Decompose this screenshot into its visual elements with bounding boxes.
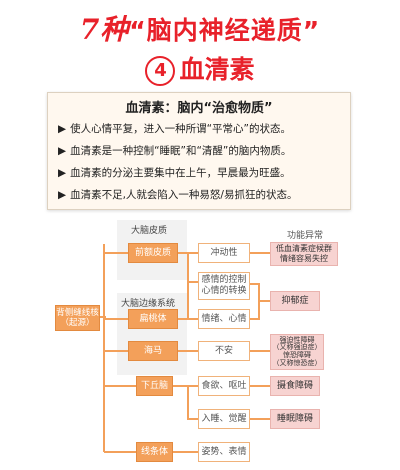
triangle-bullet-icon: ▶ bbox=[58, 145, 67, 157]
connector-line bbox=[250, 385, 270, 387]
circled-number-icon: 4 bbox=[145, 56, 176, 86]
connector-line bbox=[187, 252, 189, 282]
bullet-text: 血清素的分泌主要集中在上午，早晨最为旺盛。 bbox=[70, 167, 291, 179]
function-anxiety: 不安 bbox=[198, 341, 250, 361]
bullet-item: ▶使人心情平复，进入一种所谓“平常心”的状态。 bbox=[58, 121, 291, 136]
bullet-text: 血清素是一种控制“睡眠”和“清醒”的脑内物质。 bbox=[70, 145, 292, 157]
region-limbic bbox=[117, 293, 187, 375]
bullet-text: 使人心情平复，进入一种所谓“平常心”的状态。 bbox=[70, 123, 291, 135]
connector-line bbox=[103, 244, 105, 452]
title-text: “脑内神经递质” bbox=[129, 16, 321, 45]
source-node: 背侧缝线核 （起源） bbox=[55, 305, 100, 331]
connector-line bbox=[104, 252, 128, 254]
card-title: 血清素：脑内“治愈物质” bbox=[125, 101, 273, 116]
disorder-eating: 摄食障碍 bbox=[270, 376, 320, 396]
node-hippocampus: 海马 bbox=[128, 341, 178, 361]
bullet-item: ▶血清素是一种控制“睡眠”和“清醒”的脑内物质。 bbox=[58, 143, 291, 158]
disorder-sleep: 睡眠障碍 bbox=[270, 409, 320, 429]
node-hypothalamus: 下丘脑 bbox=[136, 376, 173, 396]
connector-line bbox=[187, 385, 189, 419]
connector-line bbox=[187, 281, 198, 283]
disorder-ocd-panic: 强迫性障碍 （又称强迫症） 惊恐障碍 （又称惊恐症） bbox=[270, 334, 324, 370]
connector-line bbox=[250, 318, 260, 320]
disorder-depression: 抑郁症 bbox=[270, 291, 320, 311]
page-title: 7种“脑内神经递质” bbox=[0, 8, 400, 48]
disorder-low-serotonin: 低血清素症候群 情绪容易失控 bbox=[270, 242, 338, 266]
function-sleep: 入睡、觉醒 bbox=[198, 409, 250, 429]
region-cortex-label: 大脑皮质 bbox=[131, 226, 168, 236]
node-prefrontal: 前额皮质 bbox=[128, 243, 178, 263]
connector-line bbox=[187, 283, 189, 319]
connector-line bbox=[259, 300, 270, 302]
connector-line bbox=[250, 283, 260, 285]
triangle-bullet-icon: ▶ bbox=[58, 167, 67, 179]
connector-line bbox=[250, 252, 270, 254]
connector-line bbox=[173, 385, 198, 387]
function-emotion-control: 感情的控制 心情的转换 bbox=[198, 272, 250, 300]
function-impulse: 冲动性 bbox=[198, 243, 250, 263]
connector-line bbox=[104, 318, 128, 320]
node-striatum: 线条体 bbox=[136, 442, 173, 462]
info-card: 血清素：脑内“治愈物质” ▶使人心情平复，进入一种所谓“平常心”的状态。 ▶血清… bbox=[47, 92, 351, 210]
node-amygdala: 扁桃体 bbox=[128, 309, 178, 329]
connector-line bbox=[104, 385, 136, 387]
triangle-bullet-icon: ▶ bbox=[58, 123, 67, 135]
disorder-header: 功能异常 bbox=[287, 231, 324, 241]
function-appetite: 食欲、呕吐 bbox=[198, 376, 250, 396]
connector-line bbox=[178, 318, 198, 320]
connector-line bbox=[178, 350, 198, 352]
connector-line bbox=[173, 451, 198, 453]
connector-line bbox=[187, 418, 198, 420]
connector-line bbox=[104, 350, 128, 352]
title-number: 7种 bbox=[79, 13, 130, 46]
function-mood: 情绪、心情 bbox=[198, 309, 250, 329]
bullet-text: 血清素不足,人就会陷入一种易怒/易抓狂的状态。 bbox=[70, 189, 298, 201]
connector-line bbox=[250, 418, 270, 420]
connector-line bbox=[104, 451, 136, 453]
triangle-bullet-icon: ▶ bbox=[58, 189, 67, 201]
region-limbic-label: 大脑边缘系统 bbox=[121, 299, 176, 309]
bullet-item: ▶血清素的分泌主要集中在上午，早晨最为旺盛。 bbox=[58, 165, 291, 180]
connector-line bbox=[250, 350, 270, 352]
subtitle-text: 血清素 bbox=[179, 55, 255, 84]
bullet-item: ▶血清素不足,人就会陷入一种易怒/易抓狂的状态。 bbox=[58, 187, 297, 202]
function-posture: 姿势、表情 bbox=[198, 442, 250, 462]
connector-line bbox=[100, 316, 106, 318]
